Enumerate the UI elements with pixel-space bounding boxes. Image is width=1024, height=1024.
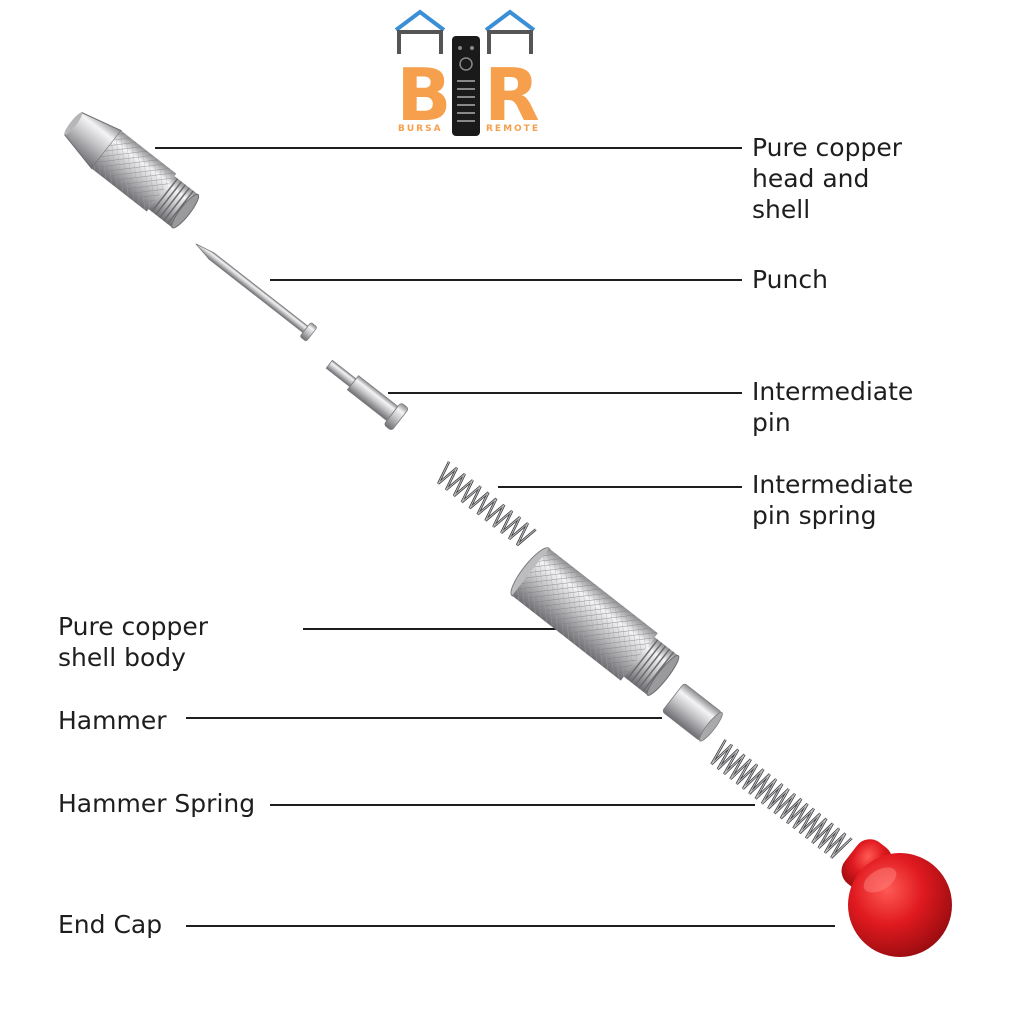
label-shell-body: Pure copper shell body [58,611,208,673]
label-hammer: Hammer [58,705,166,736]
intermediate-pin-part [321,353,409,430]
hammer-part [662,683,725,743]
label-hammer-spring: Hammer Spring [58,788,255,819]
head-and-shell-part [56,103,204,233]
bursa-remote-logo: B R [396,12,540,137]
left-house-icon [399,32,441,54]
label-punch: Punch [752,264,828,295]
label-end-cap: End Cap [58,909,162,940]
hammer-spring-part [708,740,851,861]
logo-word-remote: REMOTE [486,124,540,134]
punch-part [190,237,317,342]
left-roof-icon [396,12,444,30]
label-head-and-shell: Pure copper head and shell [752,132,902,225]
label-intermediate-pin: Intermediate pin [752,376,913,438]
end-cap-part [835,833,952,957]
right-roof-icon [486,12,534,30]
logo-word-bursa: BURSA [398,124,443,134]
intermediate-pin-spring-part [434,462,535,549]
label-intermediate-pin-spring: Intermediate pin spring [752,469,913,531]
right-house-icon [489,32,531,54]
leader-lines [155,148,835,926]
shell-body-part [506,543,686,702]
